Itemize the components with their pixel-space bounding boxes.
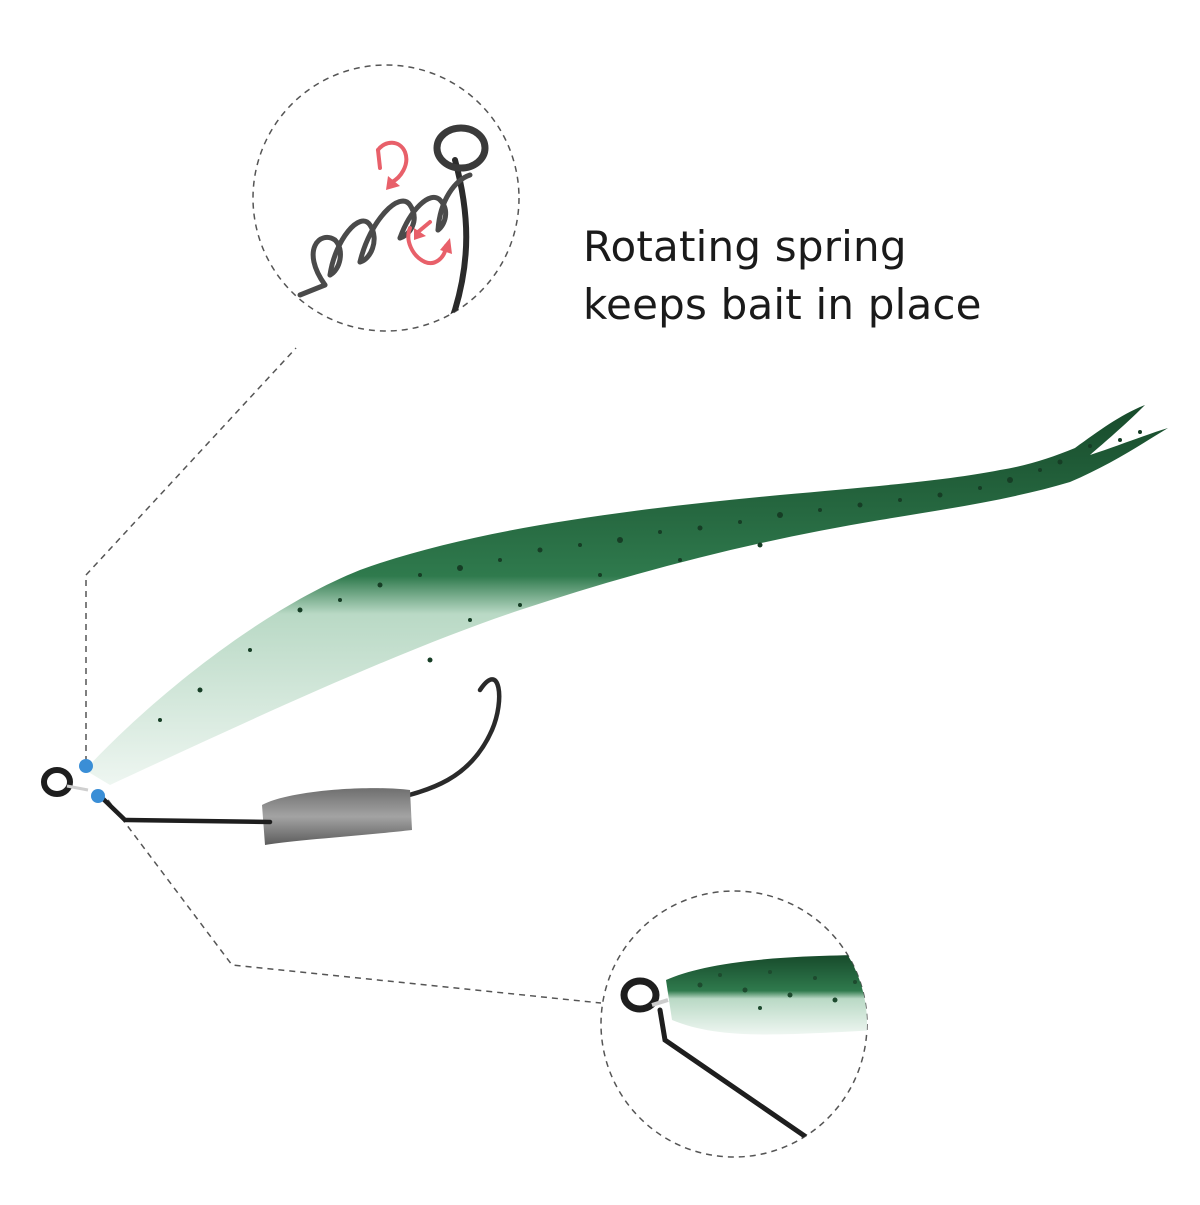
caption-line-1: Rotating spring (583, 222, 907, 271)
soft-bait-lure (41, 405, 1168, 845)
callout-connector-lines (85, 347, 602, 1004)
caption-line-2: keeps bait in place (583, 280, 982, 329)
connector-line-top (85, 347, 297, 762)
bait-speckles (158, 430, 1142, 722)
hook-eye-detail-callout (600, 890, 868, 1158)
marker-dot-top (79, 759, 93, 773)
spring-detail-callout (252, 64, 520, 332)
connector-line-bottom (107, 799, 602, 1004)
rotation-arrows-icon (376, 140, 452, 265)
marker-dot-bottom (91, 789, 105, 803)
bullet-weight (262, 788, 412, 845)
hook-eye (41, 767, 73, 797)
feature-caption: Rotating spring keeps bait in place (583, 218, 1003, 334)
